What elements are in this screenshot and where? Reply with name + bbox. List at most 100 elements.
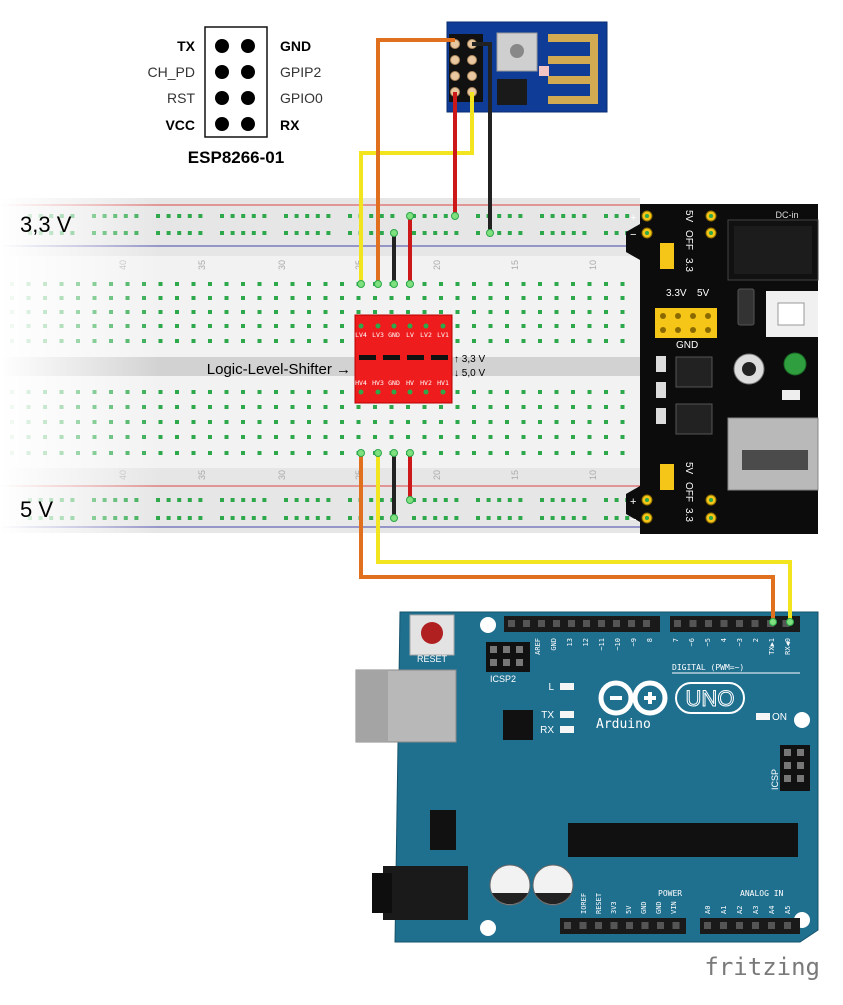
- shifter-top-pin-4: [423, 323, 429, 329]
- pm-rail-pin-center-1: [645, 231, 649, 235]
- ard-pin-pw-2: [595, 922, 602, 929]
- wire-end-6: [451, 212, 459, 220]
- pm-mid-pin-1-3: [705, 327, 711, 333]
- uno-label: UNO: [686, 686, 735, 711]
- shifter-up-label: ↑ 3,3 V: [454, 354, 485, 365]
- shifter-down-label: ↓ 5,0 V: [454, 368, 485, 379]
- capacitor-1-band: [492, 893, 528, 905]
- pinout-dot-0-0: [215, 39, 229, 53]
- digital-pin-label-11: 4: [720, 638, 728, 642]
- top-rail-label: 3,3 V: [20, 212, 72, 237]
- pm-gnd-label: GND: [676, 340, 698, 351]
- shifter-top-label-0: LV4: [355, 331, 367, 339]
- ard-pin-tr-3: [720, 620, 728, 627]
- analog-label: ANALOG IN: [740, 889, 784, 898]
- digital-pin-label-13: 2: [752, 638, 760, 642]
- wire-end-15: [786, 618, 794, 626]
- wire-end-14: [769, 618, 777, 626]
- shifter-bottom-label-4: HV2: [420, 379, 432, 387]
- pinout-left-0: TX: [177, 38, 196, 54]
- power-pin-label-4: GND: [640, 901, 648, 914]
- breadboard-fade: [0, 190, 643, 540]
- shifter-top-pin-0: [358, 323, 364, 329]
- wire-end-0: [357, 280, 365, 288]
- ard-pin-pw-7: [672, 922, 680, 929]
- shifter-bottom-pin-2: [391, 389, 397, 395]
- ard-pin-an-3: [752, 922, 759, 929]
- ard-pin-pw-6: [657, 922, 664, 929]
- shifter-bottom-label-3: HV: [406, 379, 414, 387]
- icsp2-pin-0-0: [490, 646, 497, 653]
- analog-pin-label-4: A4: [768, 906, 776, 914]
- icsp2-pin-1-2: [516, 659, 523, 666]
- digital-pin-label-6: ~9: [630, 638, 638, 646]
- pinout-dot-3-1: [241, 117, 255, 131]
- led-l: [560, 683, 574, 690]
- top-voltage-jumper: [660, 243, 674, 269]
- icsp-pin-1-2: [797, 775, 804, 782]
- icsp-pin-1-0: [797, 749, 804, 756]
- esp-pin-2-1: [467, 71, 477, 81]
- shifter-top-pin-5: [440, 323, 446, 329]
- shifter-fet-3: [407, 355, 424, 360]
- esp-pin-1-1: [467, 55, 477, 65]
- pm-mid-label-1: 5V: [697, 288, 710, 299]
- resistor-3: [656, 408, 666, 424]
- mount-hole-2: [794, 712, 810, 728]
- icsp-pin-0-0: [784, 749, 791, 756]
- power-pin-label-0: IOREF: [580, 893, 588, 914]
- pm-mid-pin-0-1: [675, 313, 681, 319]
- usb-port-slot: [742, 450, 808, 470]
- wire-end-13: [406, 496, 414, 504]
- analog-pin-label-0: A0: [704, 906, 712, 914]
- pinout-box: [204, 26, 268, 138]
- ard-pin-pw-0: [564, 922, 571, 929]
- pinout-dot-3-0: [215, 117, 229, 131]
- ard-pin-tr-5: [751, 620, 759, 627]
- pm-bottom-sel-2: 3.3: [683, 508, 694, 522]
- pm-rail-pin-center-0: [645, 214, 649, 218]
- ard-pin-pw-5: [641, 922, 649, 929]
- wire-orange-esp-tx: [376, 38, 455, 284]
- ard-pin-pw-3: [610, 922, 618, 929]
- pinout-title: ESP8266-01: [188, 148, 284, 167]
- digital-pin-label-9: ~6: [688, 638, 696, 646]
- ard-pin-pw-4: [626, 922, 633, 929]
- icsp2-label: ICSP2: [490, 674, 516, 684]
- uno-badge: [675, 682, 745, 714]
- pm-bottom-sel-0: 5V: [683, 462, 694, 475]
- icsp-pin-1-1: [797, 762, 804, 769]
- power-pin-label-1: RESET: [595, 892, 603, 914]
- esp-pin-1-0: [450, 55, 460, 65]
- capacitor-2-band: [535, 893, 571, 905]
- shifter-fet-1: [359, 355, 376, 360]
- reset-button[interactable]: [421, 622, 443, 644]
- digital-pin-label-3: 12: [582, 638, 590, 646]
- pm-minus-bottom: −: [630, 514, 636, 526]
- digital-label: DIGITAL (PWM=~): [672, 663, 744, 672]
- analog-pin-label-3: A3: [752, 906, 760, 914]
- wire-orange-arduino-tx: [359, 453, 775, 622]
- ard-pin-tr-0: [674, 620, 681, 627]
- power-diode: [782, 390, 800, 400]
- breadboard: 3535303025252020151510104040: [0, 190, 643, 540]
- ard-pin-tr-1: [689, 620, 697, 627]
- shifter-top-label-5: LV1: [437, 331, 449, 339]
- analog-pin-label-2: A2: [736, 906, 744, 914]
- pm-top-sel-1: OFF: [683, 230, 694, 250]
- pinout-dot-0-1: [241, 39, 255, 53]
- digital-pin-label-7: 8: [646, 638, 654, 642]
- power-pin-label-3: 5V: [625, 905, 633, 914]
- middle-jumper-block: [655, 308, 717, 338]
- pm-mid-label-0: 3.3V: [666, 288, 687, 299]
- resistor-1: [656, 356, 666, 372]
- regulator: [430, 810, 456, 850]
- wire-end-2: [390, 280, 398, 288]
- digital-pin-label-12: ~3: [736, 638, 744, 646]
- icsp2-pin-1-1: [503, 659, 510, 666]
- wire-yellow-esp-rx: [359, 92, 474, 284]
- shifter-bottom-pin-4: [423, 389, 429, 395]
